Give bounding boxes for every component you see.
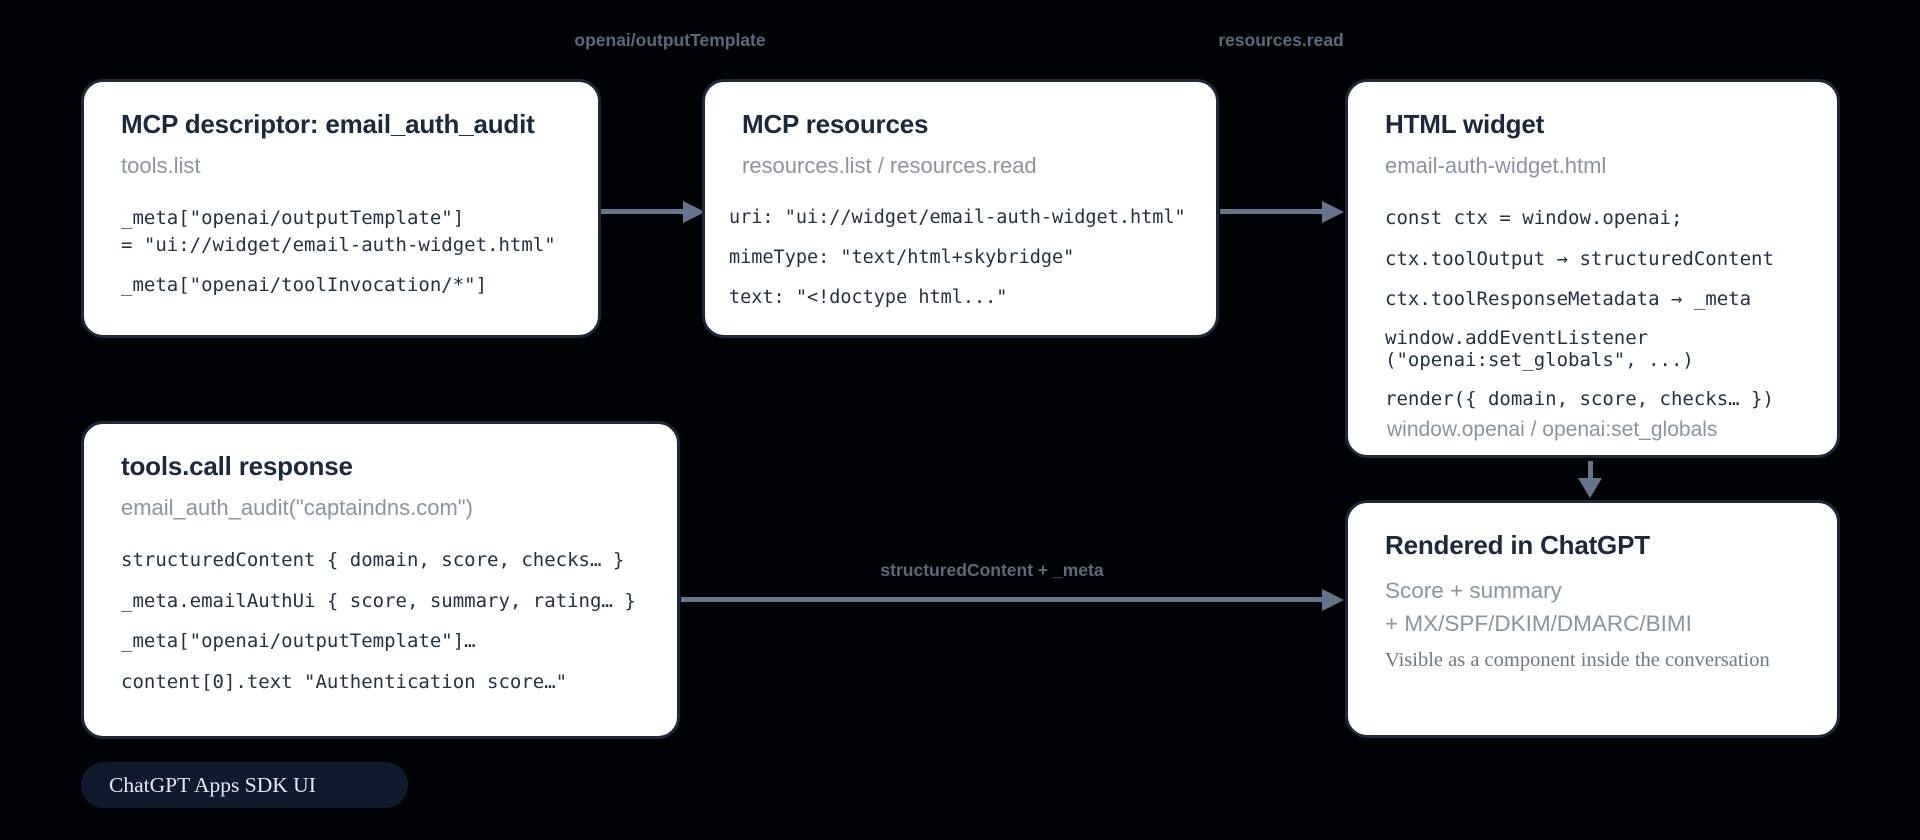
arrow-shaft xyxy=(1220,209,1323,214)
status-badge: ChatGPT Apps SDK UI xyxy=(81,762,408,808)
node-footer-label: window.openai / openai:set_globals xyxy=(1387,418,1718,441)
node-title: MCP resources xyxy=(742,109,929,139)
node-title: HTML widget xyxy=(1385,109,1545,139)
code-block: _meta["openai/outputTemplate"] = "ui://w… xyxy=(121,205,561,299)
node-rendered-in-chatgpt: Rendered in ChatGPT Score + summary + MX… xyxy=(1345,500,1840,738)
code-block: structuredContent { domain, score, check… xyxy=(121,547,640,695)
arrow-shaft xyxy=(601,209,684,214)
arrow-shaft xyxy=(1588,461,1593,479)
node-subtitle: email_auth_audit("captaindns.com") xyxy=(121,495,473,520)
node-html-widget: HTML widget email-auth-widget.html const… xyxy=(1345,79,1840,458)
code-line: const ctx = window.openai; xyxy=(1385,207,1683,229)
rendered-summary: Score + summary + MX/SPF/DKIM/DMARC/BIMI xyxy=(1385,578,1692,636)
node-subtitle: tools.list xyxy=(121,153,201,178)
node-title: tools.call response xyxy=(121,451,353,481)
code-line: _meta.emailAuthUi { score, summary, rati… xyxy=(121,589,636,612)
code-block: const ctx = window.openai; ctx.toolOutpu… xyxy=(1385,205,1800,412)
arrow-shaft xyxy=(681,597,1323,602)
code-line: _meta["openai/toolInvocation/*"] xyxy=(121,274,488,297)
arrow-down-head-icon xyxy=(1578,478,1602,498)
rendered-note: Visible as a component inside the conver… xyxy=(1385,649,1770,672)
code-line: structuredContent { domain, score, check… xyxy=(121,549,625,571)
node-subtitle: email-auth-widget.html xyxy=(1385,153,1607,178)
node-mcp-resources: MCP resources resources.list / resources… xyxy=(702,79,1219,338)
code-line: ctx.toolOutput → structuredContent xyxy=(1385,247,1774,270)
code-line: text: "<!doctype html..." xyxy=(729,286,1008,308)
code-block: uri: "ui://widget/email-auth-widget.html… xyxy=(729,205,1192,311)
code-line: window.addEventListener ("openai:set_glo… xyxy=(1385,326,1694,372)
code-line: uri: "ui://widget/email-auth-widget.html… xyxy=(729,207,1186,228)
node-title: MCP descriptor: email_auth_audit xyxy=(121,109,535,139)
arrow-right-head-icon xyxy=(1322,589,1344,611)
arrow-label-output-template: openai/outputTemplate xyxy=(574,30,766,50)
node-tools-call-response: tools.call response email_auth_audit("ca… xyxy=(81,421,680,739)
code-line: content[0].text "Authentication score…" xyxy=(121,670,568,693)
arrow-label-structured-content: structuredContent + _meta xyxy=(880,560,1104,580)
node-mcp-descriptor: MCP descriptor: email_auth_audit tools.l… xyxy=(81,79,601,338)
badge-label: ChatGPT Apps SDK UI xyxy=(109,772,316,797)
code-line: mimeType: "text/html+skybridge" xyxy=(729,246,1075,268)
arrow-label-resources-read: resources.read xyxy=(1218,30,1344,50)
arrow-right-head-icon xyxy=(1322,201,1344,223)
node-title: Rendered in ChatGPT xyxy=(1385,530,1650,560)
code-line: ctx.toolResponseMetadata → _meta xyxy=(1385,288,1752,311)
arrow-right-head-icon xyxy=(683,201,705,223)
node-subtitle: resources.list / resources.read xyxy=(742,153,1037,178)
code-line: _meta["openai/outputTemplate"]… xyxy=(121,630,476,653)
code-line: render({ domain, score, checks… }) xyxy=(1385,387,1774,410)
code-line: _meta["openai/outputTemplate"] = "ui://w… xyxy=(121,207,556,256)
